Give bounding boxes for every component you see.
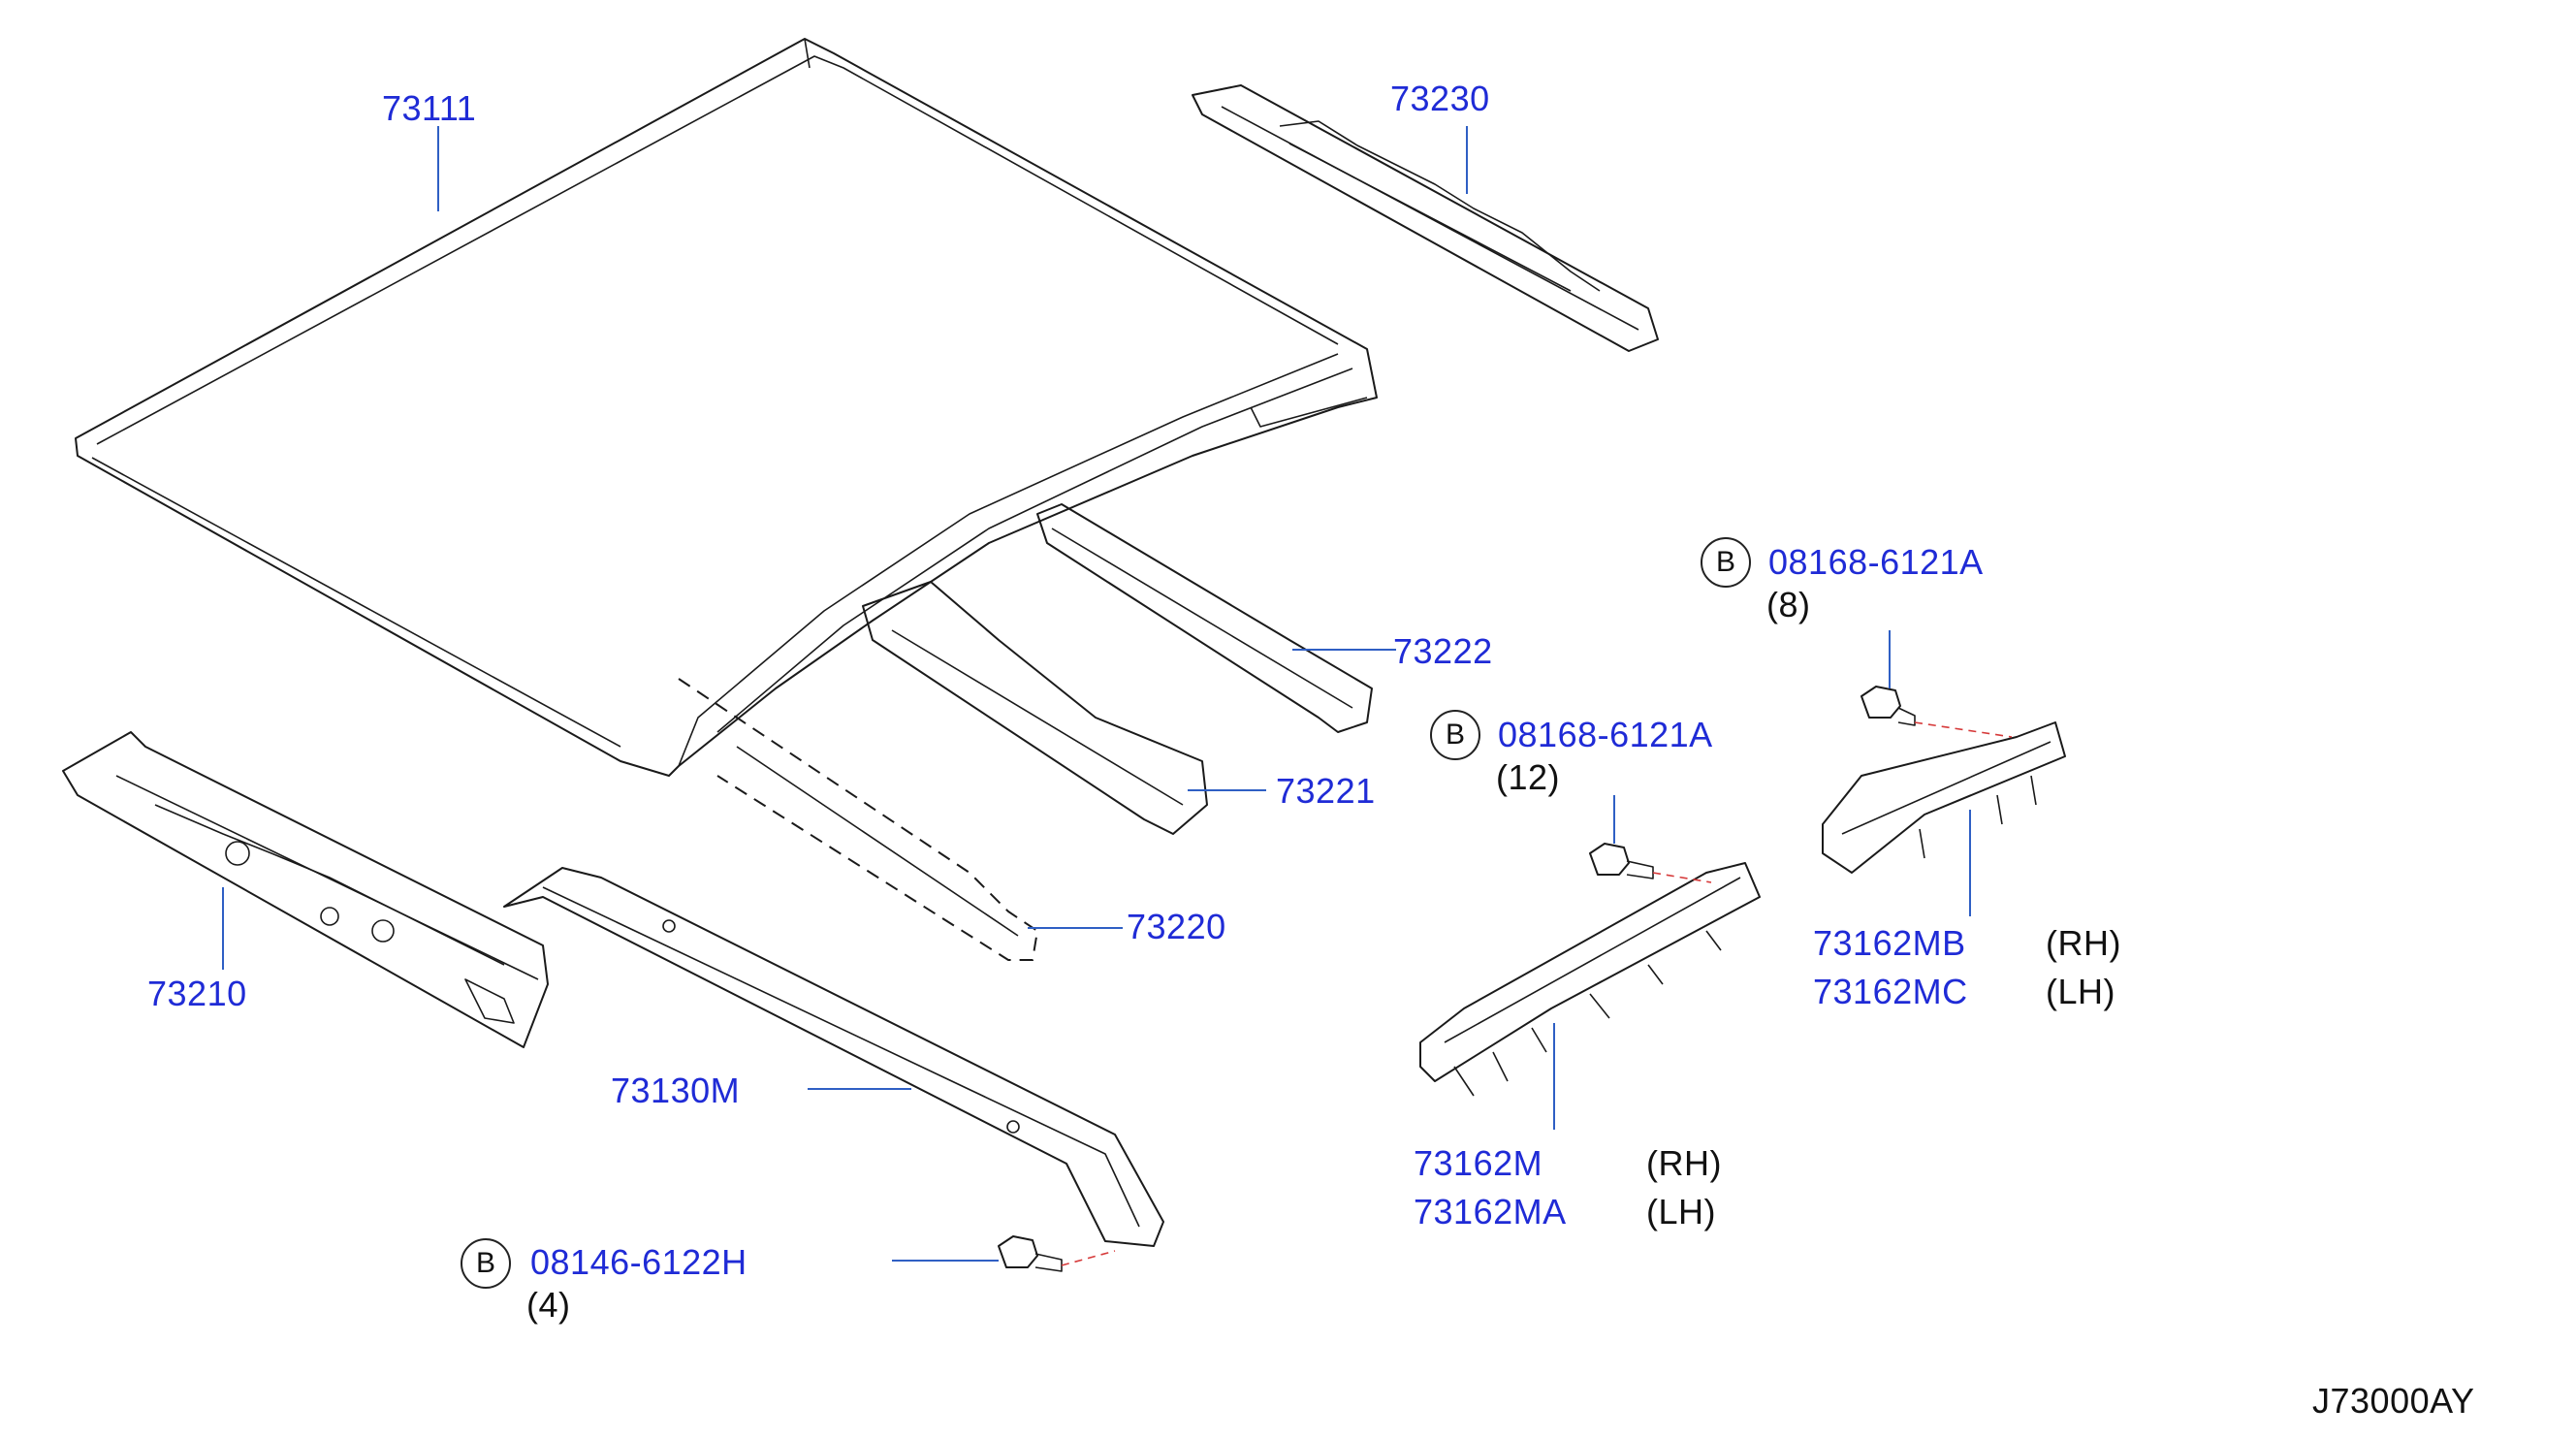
label-bolt-top: 08168-6121A [1768,542,1984,582]
label-side-rail2-rh: 73162MB [1813,923,1966,963]
bolt-bottom [998,1235,1063,1272]
roof-rail-drawing [503,867,1164,1247]
bolt-mid-marker: B [1430,710,1480,760]
rear-header-drawing [1192,84,1659,352]
roof-panel-drawing [75,38,1378,777]
front-header-drawing [62,731,549,1048]
roof-bows-drawing [678,503,1373,961]
label-bow-a: 73222 [1393,631,1493,671]
label-bow-c: 73220 [1127,907,1226,946]
bolt-top [1860,686,1916,726]
label-side-rail2-lh-side: (LH) [2046,972,2115,1011]
label-side-rail2-rh-side: (RH) [2046,923,2121,963]
label-side-rail2-lh: 73162MC [1813,972,1968,1011]
label-side-rail-lh: 73162MA [1414,1192,1567,1231]
bolt-mid [1589,843,1654,879]
label-rear-header: 73230 [1390,79,1490,118]
bolt-bottom-marker: B [461,1238,511,1289]
label-bolt-mid-qty: (12) [1496,757,1561,797]
label-bolt-top-qty: (8) [1766,585,1811,624]
label-bolt-mid: 08168-6121A [1498,715,1713,754]
label-rail: 73130M [611,1071,741,1110]
label-bolt-bottom: 08146-6122H [530,1242,747,1282]
label-roof-panel: 73111 [382,88,477,128]
label-bow-b: 73221 [1276,771,1376,811]
side-rail-lh-drawing [1822,721,2066,874]
label-side-rail-lh-side: (LH) [1646,1192,1716,1231]
label-bolt-bottom-qty: (4) [526,1285,571,1325]
leader-lines [222,126,1971,1262]
bolt-top-marker: B [1701,537,1751,588]
label-front-header: 73210 [147,974,247,1013]
diagram-id: J73000AY [2312,1381,2475,1421]
fasteners-drawing [998,686,2013,1272]
label-side-rail-rh: 73162M [1414,1143,1543,1183]
side-rail-rh-drawing [1419,862,1761,1097]
label-side-rail-rh-side: (RH) [1646,1143,1722,1183]
